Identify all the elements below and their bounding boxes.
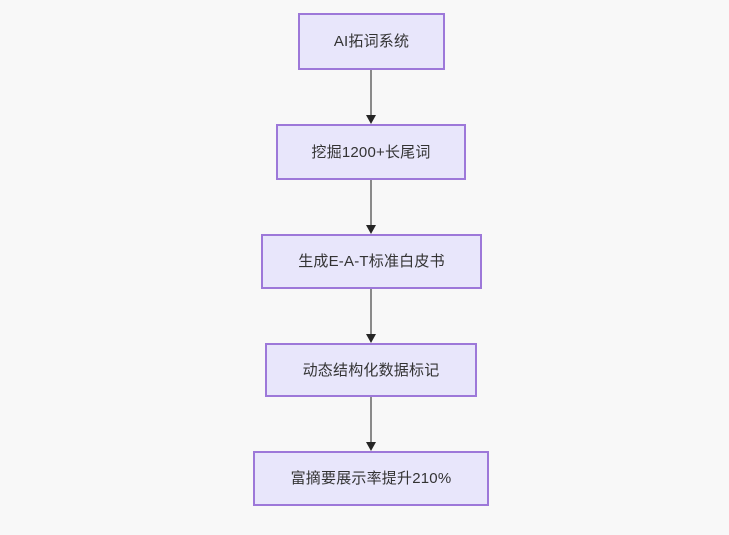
down-arrow-icon — [366, 334, 376, 343]
down-arrow-icon — [366, 442, 376, 451]
flowchart-node-label: AI拓词系统 — [333, 33, 410, 50]
flowchart-node-label: 动态结构化数据标记 — [302, 361, 440, 379]
flowchart-edge-4 — [366, 397, 376, 451]
edge-line — [370, 180, 372, 226]
flowchart-node-label: 挖掘1200+长尾词 — [311, 143, 431, 161]
flowchart-edge-2 — [366, 180, 376, 234]
flowchart-node-label: 富摘要展示率提升210% — [290, 470, 452, 487]
flowchart-edge-3 — [366, 289, 376, 343]
edge-line — [370, 70, 372, 116]
flowchart-node-ai-keyword-system[interactable]: AI拓词系统 — [298, 13, 445, 70]
flowchart-node-generate-eat-whitepaper[interactable]: 生成E-A-T标准白皮书 — [261, 234, 482, 289]
flowchart-node-rich-snippet-uplift[interactable]: 富摘要展示率提升210% — [253, 451, 489, 506]
flowchart-node-dynamic-structured-data[interactable]: 动态结构化数据标记 — [265, 343, 477, 397]
flowchart-edge-1 — [366, 70, 376, 124]
flowchart-node-label: 生成E-A-T标准白皮书 — [298, 253, 445, 270]
down-arrow-icon — [366, 225, 376, 234]
down-arrow-icon — [366, 115, 376, 124]
edge-line — [370, 397, 372, 443]
edge-line — [370, 289, 372, 335]
flowchart-node-mine-longtail-keywords[interactable]: 挖掘1200+长尾词 — [276, 124, 466, 180]
